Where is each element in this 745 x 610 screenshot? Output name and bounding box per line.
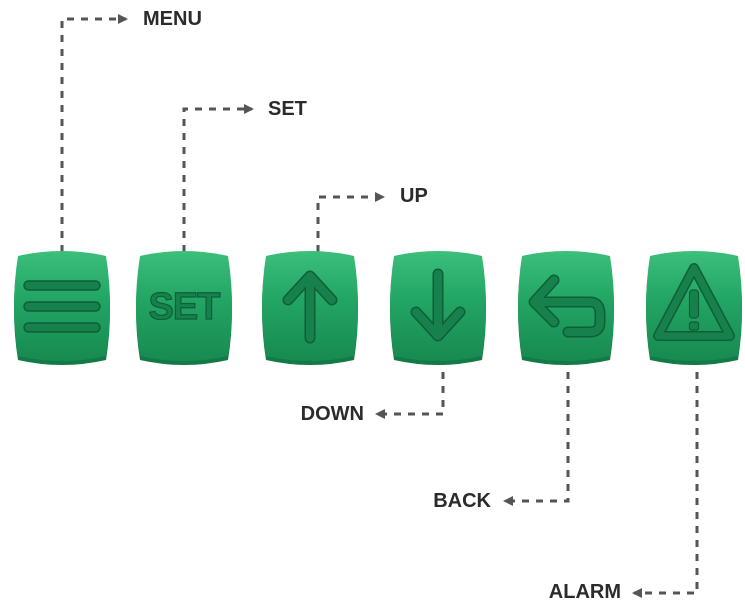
back-leader — [503, 358, 570, 506]
back-button[interactable] — [518, 251, 614, 365]
up-leader — [316, 192, 385, 252]
set-face-text: SET — [149, 286, 221, 328]
alarm-button[interactable] — [646, 251, 742, 365]
menu-label: MENU — [143, 8, 202, 30]
alarm-label: ALARM — [548, 581, 621, 603]
set-button[interactable]: SET — [136, 251, 232, 365]
up-button[interactable] — [262, 251, 358, 365]
menu-leader — [60, 14, 128, 252]
menu-icon — [23, 280, 101, 333]
set-leader — [182, 104, 254, 252]
down-button[interactable] — [390, 251, 486, 365]
arrow-down-icon — [410, 268, 466, 342]
back-label: BACK — [433, 490, 491, 512]
arrow-up-icon — [282, 270, 338, 344]
menu-button[interactable] — [14, 251, 110, 365]
down-label: DOWN — [300, 403, 364, 425]
warning-icon — [653, 263, 735, 341]
up-label: UP — [400, 185, 428, 207]
set-label: SET — [268, 98, 307, 120]
alarm-leader — [632, 358, 699, 598]
down-leader — [375, 358, 445, 419]
back-arrow-icon — [528, 274, 606, 338]
